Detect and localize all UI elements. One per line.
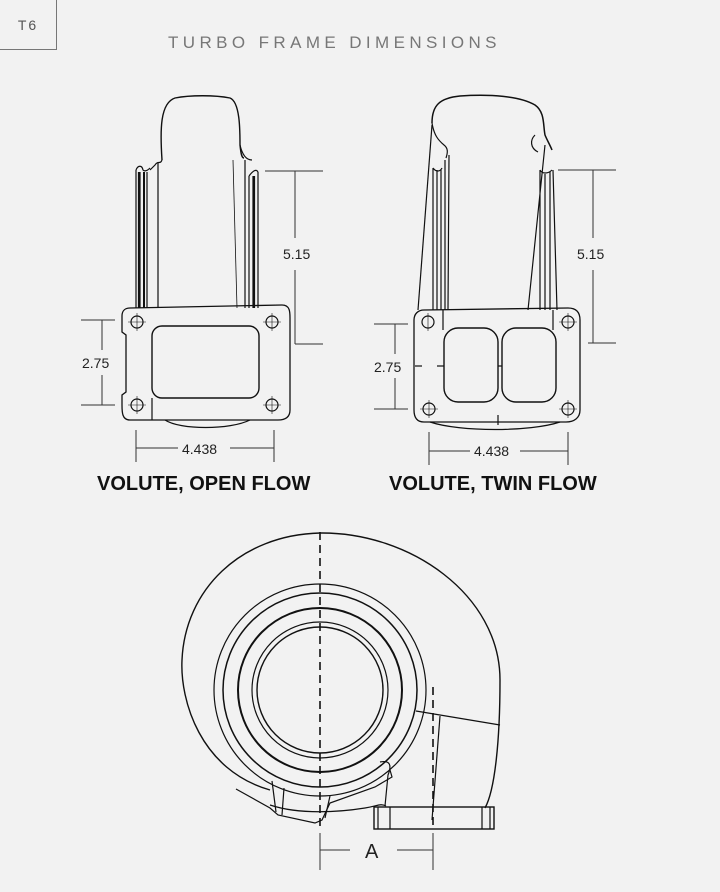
twin-flow-flange-height-dim: 2.75 bbox=[374, 359, 401, 375]
twin-flow-caption: VOLUTE, TWIN FLOW bbox=[389, 473, 597, 495]
volute-side-view-drawing: A bbox=[181, 532, 501, 870]
bolt-hole-icon bbox=[128, 313, 281, 414]
open-flow-caption: VOLUTE, OPEN FLOW bbox=[97, 473, 311, 495]
twin-flow-flange-width-dim: 4.438 bbox=[474, 443, 509, 459]
badge-label: T6 bbox=[17, 16, 39, 33]
open-flow-flange-height-dim: 2.75 bbox=[82, 355, 109, 371]
open-flow-volute-drawing: 5.15 2.75 4.438 bbox=[81, 95, 323, 462]
offset-dim-label: A bbox=[365, 841, 379, 863]
frame-size-badge: T6 bbox=[0, 0, 57, 50]
open-flow-height-dim: 5.15 bbox=[283, 246, 310, 262]
twin-flow-volute-drawing: 5.15 2.75 4.438 bbox=[374, 94, 616, 465]
twin-flow-height-dim: 5.15 bbox=[577, 246, 604, 262]
page-title: TURBO FRAME DIMENSIONS bbox=[168, 33, 501, 52]
open-flow-flange-width-dim: 4.438 bbox=[182, 441, 217, 457]
bolt-hole-icon bbox=[420, 313, 577, 418]
